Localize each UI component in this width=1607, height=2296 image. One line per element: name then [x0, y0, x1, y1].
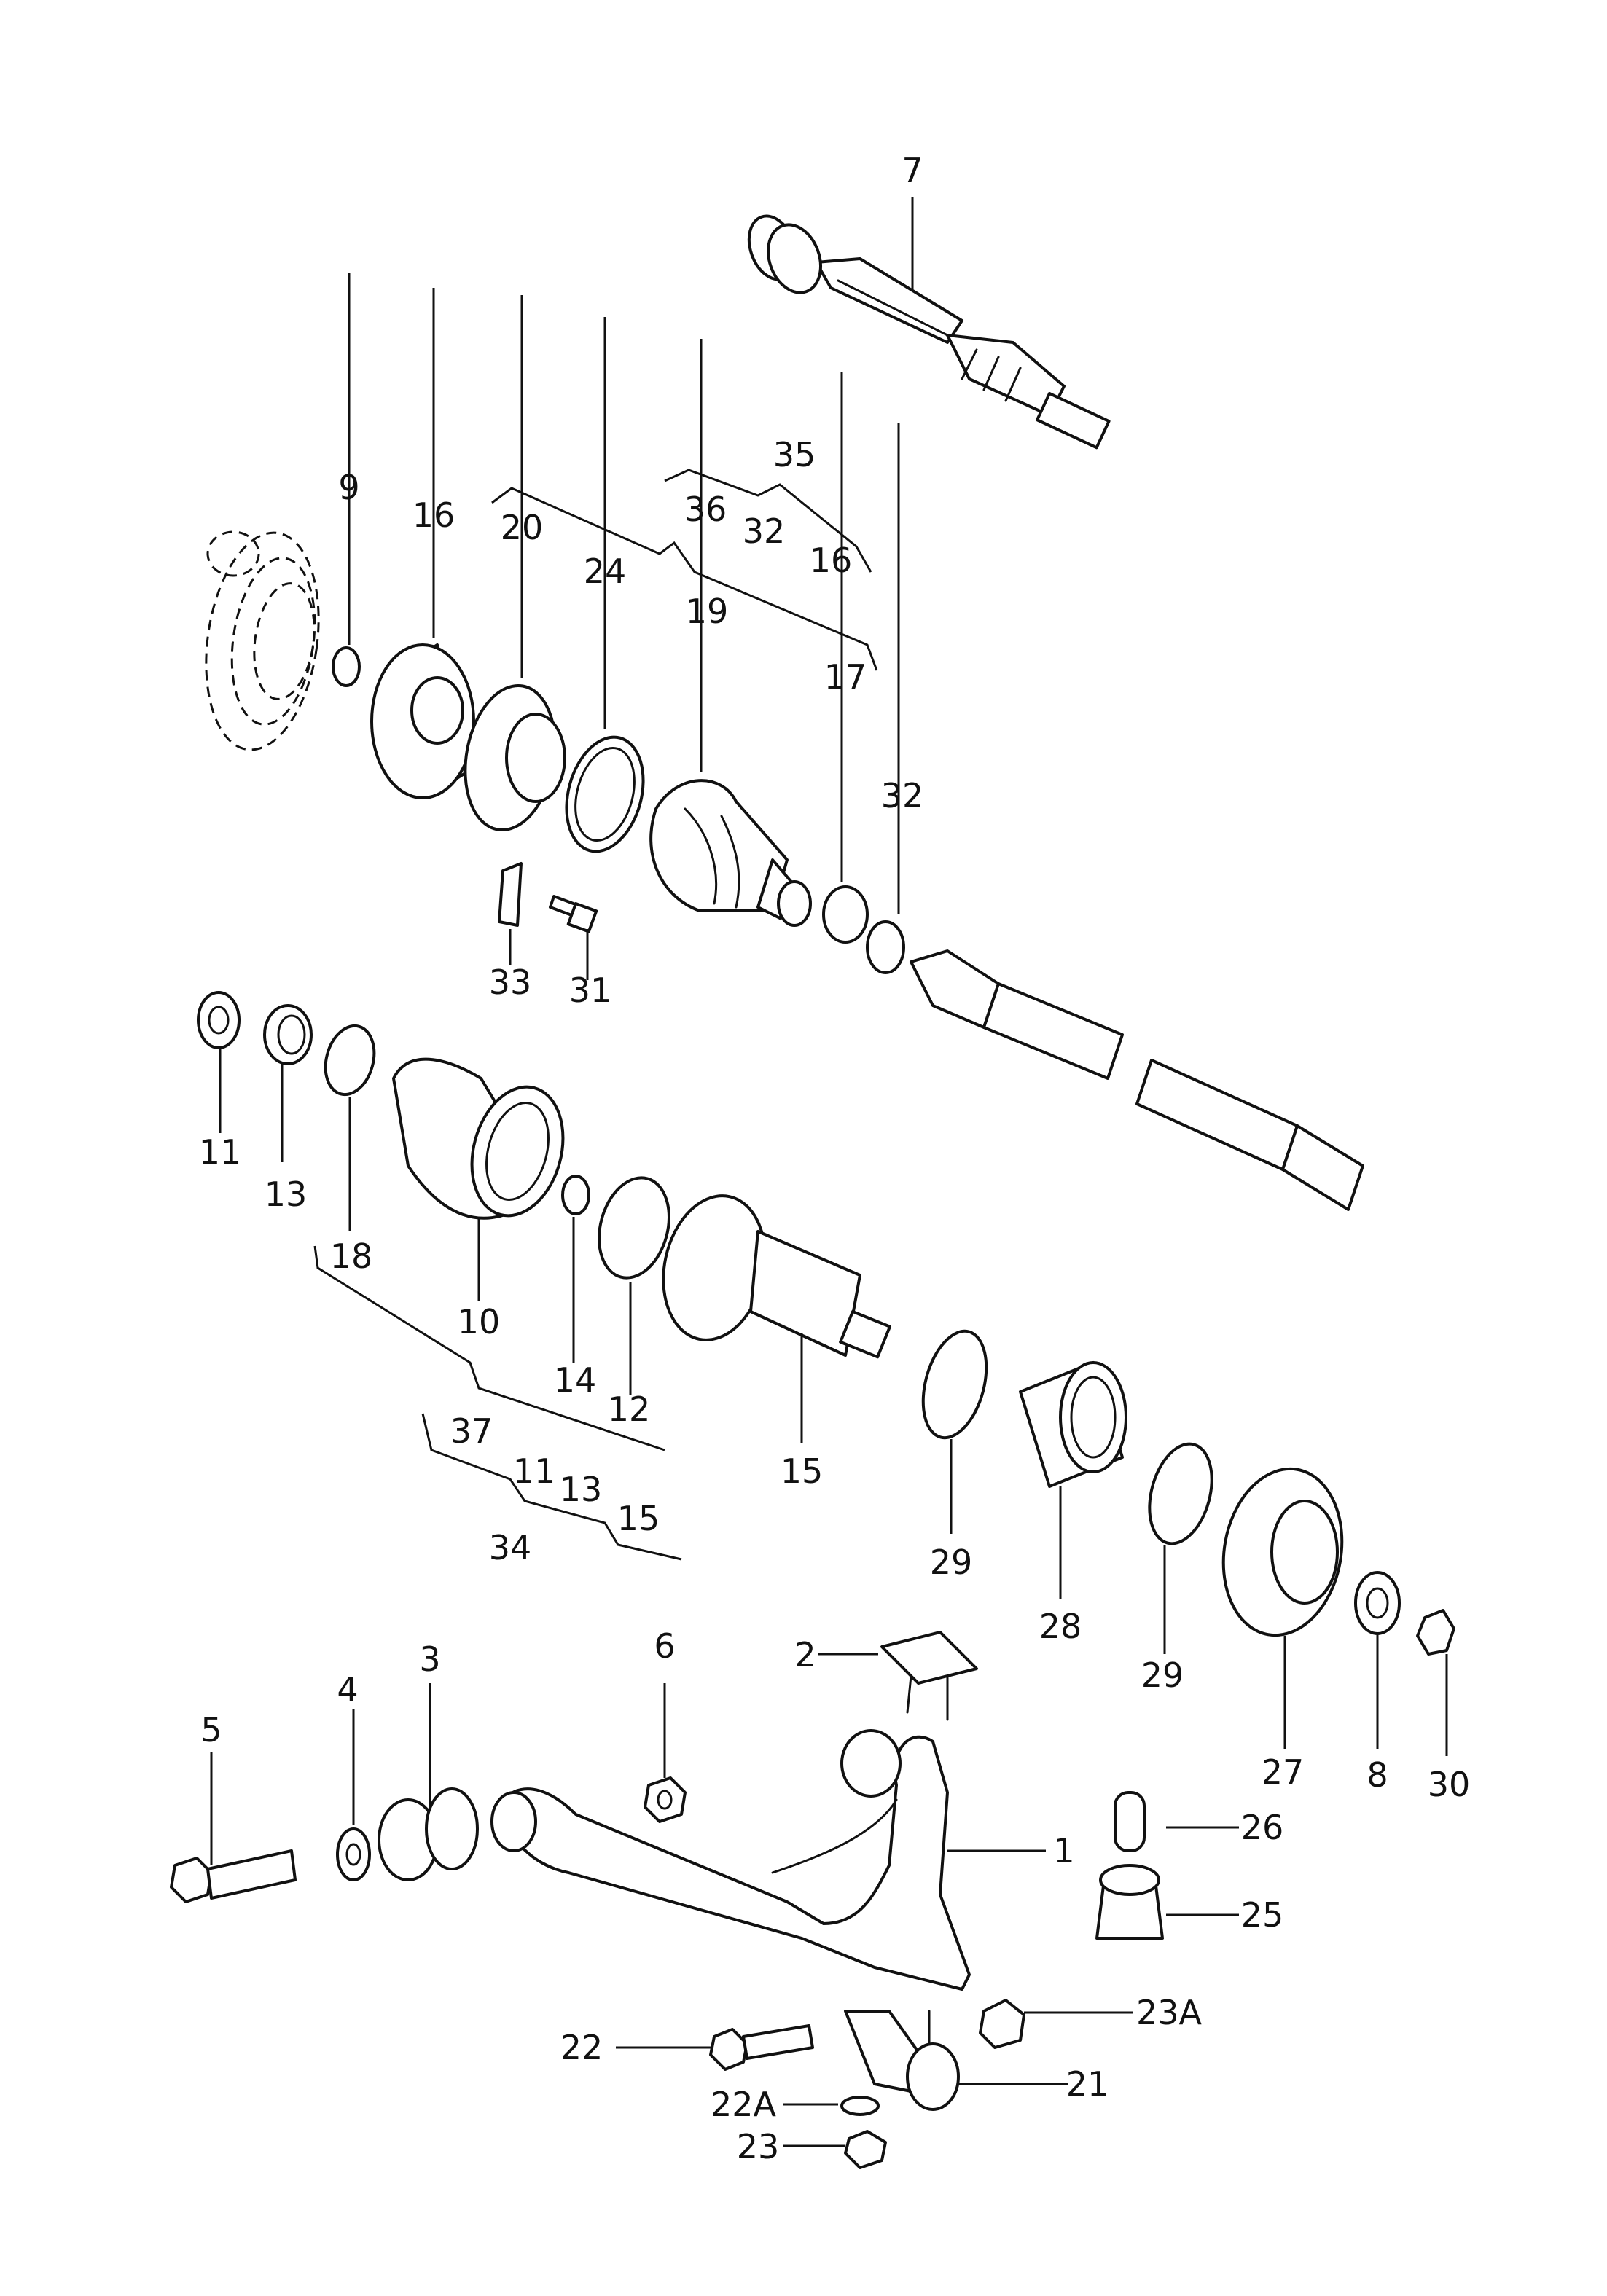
part-6-nut: [644, 1776, 687, 1823]
part-24-clamp: [565, 735, 645, 853]
label-8: 8: [1366, 1755, 1388, 1795]
part-17-clamp: [777, 880, 869, 944]
label-16-top: 16: [810, 541, 853, 580]
label-37: 37: [450, 1411, 493, 1451]
group-bracket-lower-joint: [313, 1245, 665, 1451]
part-10-boot: [392, 1057, 565, 1220]
label-24: 24: [584, 552, 627, 591]
label-18: 18: [330, 1237, 373, 1276]
part-4-washer: [336, 1827, 371, 1881]
label-22A: 22A: [711, 2085, 777, 2124]
part-31-bolt: [549, 895, 598, 933]
label-31: 31: [569, 971, 612, 1010]
group-bracket-34: [421, 1413, 682, 1561]
part-18-clamp: [324, 1024, 376, 1097]
part-9-circlip: [332, 646, 361, 687]
part-29-circlip-left: [921, 1329, 988, 1440]
label-22: 22: [560, 2028, 603, 2067]
part-23-nut: [844, 2130, 887, 2169]
part-12-clamp: [598, 1176, 670, 1280]
label-2: 2: [794, 1635, 816, 1674]
part-3-bush: [378, 1787, 479, 1881]
part-20-flange-cover: [464, 683, 566, 832]
part-14-circlip: [561, 1175, 590, 1215]
label-11-group: 11: [513, 1451, 556, 1491]
label-6: 6: [654, 1626, 675, 1666]
label-15-group: 15: [617, 1499, 660, 1538]
part-28-wheel-bearing: [1019, 1361, 1127, 1488]
part-33-lock-plate: [498, 862, 523, 927]
part-8-washer: [1354, 1571, 1401, 1635]
label-3: 3: [419, 1639, 440, 1679]
label-23A: 23A: [1136, 1993, 1203, 2032]
label-21: 21: [1066, 2064, 1109, 2104]
label-26: 26: [1241, 1808, 1284, 1847]
label-7: 7: [902, 151, 923, 190]
part-22A-washer: [840, 2096, 880, 2116]
label-29-left: 29: [930, 1543, 973, 1582]
label-25: 25: [1241, 1895, 1284, 1935]
intermediate-shaft: [910, 949, 1364, 1211]
label-32: 32: [881, 776, 924, 815]
part-labels: 7 35 36 32 16 9 16 20 24 19 17 32 33 31 …: [199, 151, 1471, 2166]
label-16: 16: [412, 495, 455, 535]
label-15: 15: [781, 1451, 824, 1491]
label-29-right: 29: [1141, 1656, 1184, 1695]
part-2-plate: [880, 1631, 978, 1721]
part-16-inner-joint: [370, 643, 475, 799]
label-5: 5: [200, 1710, 222, 1750]
part-32-dished-washer: [866, 920, 905, 974]
label-13-group: 13: [560, 1470, 603, 1509]
part-13-bearing-ring: [263, 1004, 313, 1065]
part-5-bolt: [170, 1849, 297, 1903]
label-19: 19: [686, 592, 729, 631]
part-30-nut: [1416, 1609, 1455, 1656]
label-30: 30: [1428, 1765, 1471, 1804]
part-26-sleeve: [1114, 1791, 1146, 1852]
label-12: 12: [608, 1390, 651, 1429]
part-1-wishbone: [490, 1729, 971, 1991]
part-23A-nut: [979, 1999, 1025, 2049]
label-33: 33: [489, 963, 532, 1002]
label-27: 27: [1262, 1752, 1305, 1792]
part-15-outer-joint: [662, 1194, 891, 1359]
group-bracket-upper-joint: [491, 487, 878, 671]
part-19-boot: [649, 779, 796, 920]
label-20: 20: [501, 508, 544, 547]
label-1: 1: [1053, 1831, 1074, 1870]
label-34: 34: [489, 1528, 532, 1567]
label-10: 10: [458, 1302, 501, 1341]
label-11: 11: [199, 1132, 242, 1172]
label-13: 13: [265, 1175, 308, 1214]
part-27-wheel-hub: [1221, 1467, 1344, 1637]
label-9: 9: [338, 468, 359, 507]
label-28: 28: [1039, 1607, 1082, 1646]
leader-lines: [210, 197, 1448, 2147]
label-32-top: 32: [743, 512, 786, 551]
label-17: 17: [824, 657, 867, 697]
label-23: 23: [737, 2127, 780, 2166]
label-14: 14: [554, 1360, 597, 1400]
label-4: 4: [337, 1670, 358, 1709]
part-29-circlip-right: [1148, 1442, 1213, 1545]
part-25-bonded-rubber-bush: [1095, 1864, 1164, 1940]
part-11-spacer: [197, 991, 241, 1049]
group-bracket-35: [664, 469, 872, 573]
label-36: 36: [684, 490, 727, 529]
brake-disc-outline: [205, 530, 320, 751]
label-35: 35: [773, 435, 816, 474]
part-7-drive-shaft: [747, 214, 1111, 450]
part-21-ball-joint: [844, 2010, 960, 2111]
part-22-bolt: [709, 2024, 814, 2071]
